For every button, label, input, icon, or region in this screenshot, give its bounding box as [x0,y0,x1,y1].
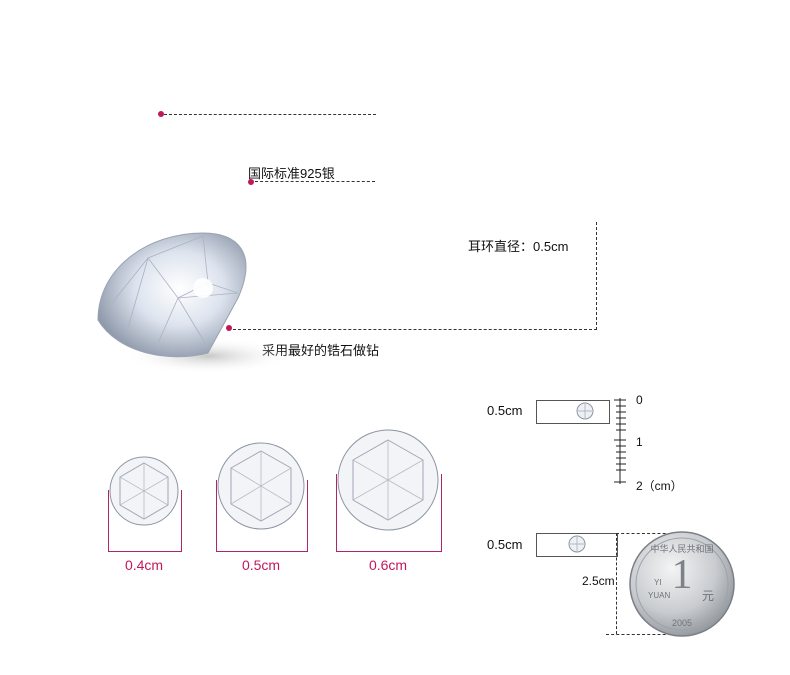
stud-05-bracket [216,480,308,552]
ruler-tick-0: 0 [636,393,643,407]
stud-04-size-label: 0.4cm [124,557,164,573]
ruler-stud-label: 0.5cm [487,403,523,418]
ruler-stud-box [536,400,610,424]
stud-05-size-label: 0.5cm [241,557,281,573]
large-diamond-image [97,232,293,374]
stud-05-image [217,442,305,530]
coin-year-text: 2005 [672,618,692,628]
coin-top-text: 中华人民共和国 [650,543,713,555]
ruler-scale [614,398,626,484]
stud-04-bracket [108,490,182,552]
stud-04-image [109,456,179,526]
coin-denomination: 1 [672,552,693,598]
diameter-label: 耳环直径：0.5cm [468,239,569,254]
pointer-dot [158,111,164,117]
material-dot [248,179,254,185]
coin-bottom-line [606,634,676,635]
coin-char-text: 元 [702,589,714,603]
coin-size-label: 2.5cm [582,574,615,588]
stud-06-image [337,429,439,531]
coin-yuan-text: YUAN [648,591,670,600]
coin-stud-icon [568,535,586,553]
ruler-tick-1: 1 [636,435,643,449]
stone-line [233,329,597,330]
stone-dot [226,325,232,331]
coin-height-line [616,533,617,634]
diameter-vertical-line [596,222,597,330]
material-label: 国际标准925银 [248,166,335,181]
ruler-tick-2: 2（cm） [636,479,683,493]
stud-06-size-label: 0.6cm [368,557,408,573]
coin-yi-text: YI [654,578,662,587]
pointer-line [164,114,376,115]
material-line [255,181,375,182]
stud-06-bracket [336,474,442,552]
ruler-stud-icon [576,402,594,420]
coin-stud-label: 0.5cm [487,537,523,552]
coin-top-line [616,533,676,534]
coin-image: 1 YI YUAN 元 2005 中华人民共和国 [629,531,735,637]
